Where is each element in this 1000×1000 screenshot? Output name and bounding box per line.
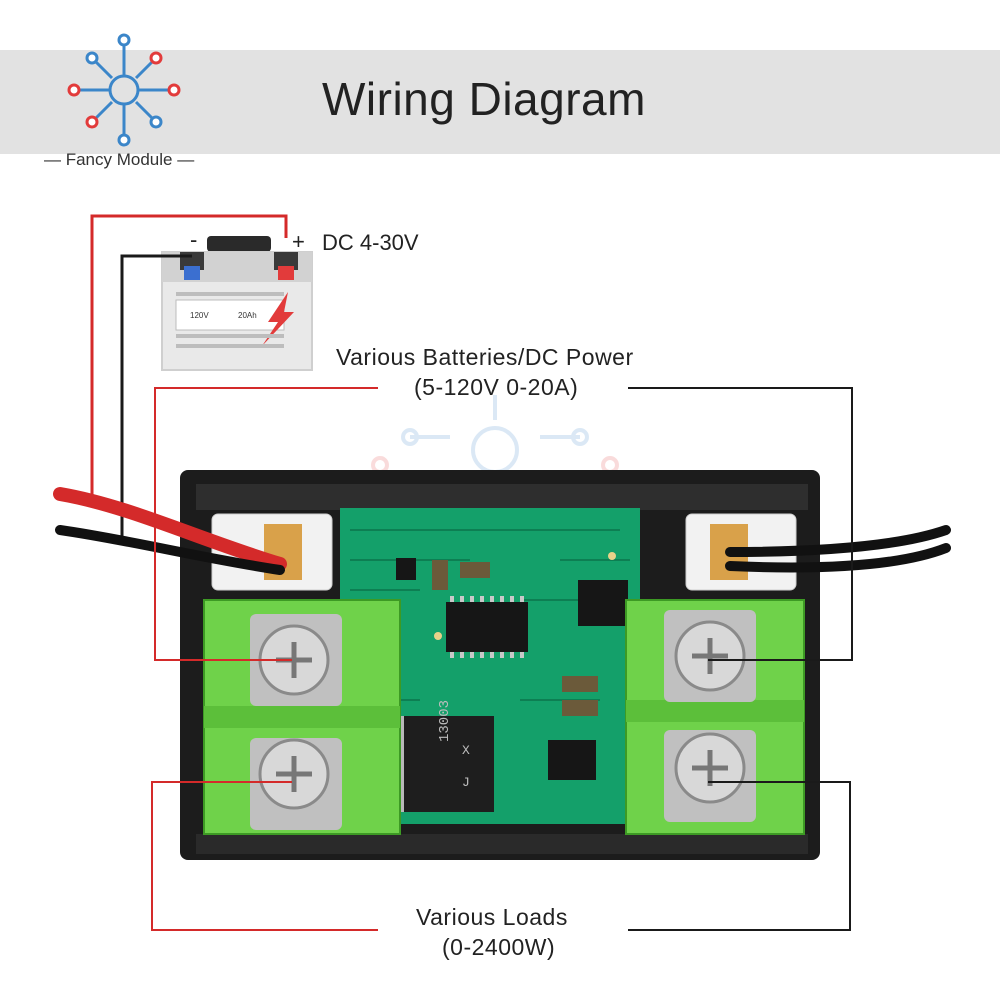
left-red-lead bbox=[53, 487, 287, 571]
battery-voltage-label: 120V bbox=[190, 311, 209, 320]
dc-voltage-label: DC 4-30V bbox=[322, 230, 419, 255]
battery-illustration: 120V 20Ah bbox=[161, 236, 313, 371]
battery-capacity-label: 20Ah bbox=[238, 311, 257, 320]
load-black-line bbox=[628, 781, 851, 931]
load-label-line2: (0-2400W) bbox=[442, 934, 556, 960]
battery-minus-label: - bbox=[190, 227, 197, 252]
left-terminal-block bbox=[203, 599, 401, 835]
battery-plus-terminal-icon bbox=[278, 266, 294, 280]
header-band bbox=[0, 50, 1000, 154]
source-black-line bbox=[628, 387, 853, 661]
source-label-line1: Various Batteries/DC Power bbox=[336, 344, 634, 370]
right-terminal-block bbox=[625, 599, 805, 835]
load-red-line bbox=[151, 781, 378, 931]
brand-name: — Fancy Module — bbox=[44, 150, 195, 169]
battery-plus-label: + bbox=[292, 229, 305, 254]
left-black-lead bbox=[55, 525, 285, 575]
source-red-line bbox=[154, 387, 378, 661]
ic-chip bbox=[446, 602, 528, 652]
fancy-module-logo bbox=[67, 33, 181, 147]
chip-marking-13003: 13003 bbox=[437, 700, 453, 742]
right-black-lead-2 bbox=[725, 543, 951, 573]
page-title: Wiring Diagram bbox=[322, 73, 646, 125]
red-power-wire bbox=[90, 214, 288, 500]
mosfet-chip bbox=[578, 580, 628, 626]
load-label-line1: Various Loads bbox=[416, 904, 568, 930]
transistor-13003 bbox=[402, 716, 494, 812]
black-power-wire bbox=[120, 254, 192, 540]
watermark-logo bbox=[371, 395, 619, 474]
right-black-lead-1 bbox=[725, 525, 951, 557]
chip-marking-j: J bbox=[462, 775, 470, 790]
chip-marking-x: X bbox=[462, 743, 470, 758]
battery-minus-terminal-icon bbox=[184, 266, 200, 280]
source-label-line2: (5-120V 0-20A) bbox=[414, 374, 579, 400]
